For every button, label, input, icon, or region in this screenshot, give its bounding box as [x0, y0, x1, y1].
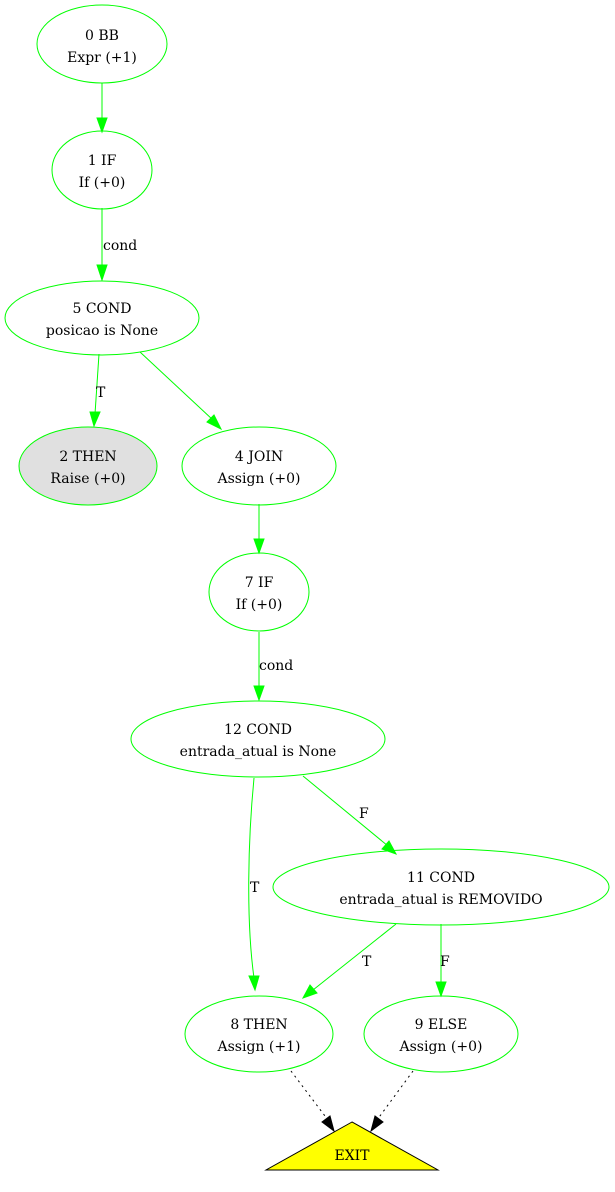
node-7-shape — [208, 552, 310, 632]
node-1-shape — [51, 130, 153, 210]
edge-5-4 — [139, 351, 214, 421]
edge-11-8-label: T — [362, 954, 372, 970]
node-12-shape — [130, 700, 386, 778]
edge-12-8-label: T — [250, 880, 260, 896]
edges: cond T cond F T T F — [89, 83, 450, 1133]
edge-5-2-arrow — [89, 411, 101, 428]
node-4: 4 JOIN Assign (+0) — [181, 426, 337, 506]
node-11-shape — [272, 848, 610, 926]
node-1: 1 IF If (+0) — [51, 130, 153, 210]
node-11-line2: entrada_atual is REMOVIDO — [339, 892, 542, 908]
edge-12-8-arrow — [248, 975, 260, 992]
edge-5-4-arrow — [206, 414, 223, 431]
edge-12-8 — [248, 777, 255, 979]
node-5: 5 COND posicao is None — [4, 280, 200, 356]
node-8-line2: Assign (+1) — [217, 1039, 301, 1055]
exit-triangle — [264, 1121, 440, 1171]
node-9-line1: 9 ELSE — [415, 1017, 468, 1033]
edge-1-5-arrow — [96, 264, 108, 282]
node-0-line1: 0 BB — [85, 28, 119, 44]
edge-11-8 — [312, 923, 397, 991]
edge-9-exit-arrow — [370, 1115, 384, 1133]
node-4-line1: 4 JOIN — [235, 449, 283, 465]
node-0-line2: Expr (+1) — [67, 50, 137, 66]
node-1-line2: If (+0) — [79, 175, 126, 191]
node-2-line1: 2 THEN — [59, 449, 116, 465]
edge-12-11-label: F — [359, 806, 369, 822]
node-12: 12 COND entrada_atual is None — [130, 700, 386, 778]
node-9-shape — [363, 995, 519, 1073]
node-0-shape — [36, 4, 168, 84]
node-7: 7 IF If (+0) — [208, 552, 310, 632]
node-4-line2: Assign (+0) — [217, 471, 301, 487]
edge-11-8-arrow — [301, 984, 318, 999]
edge-12-11 — [302, 775, 389, 847]
edge-5-2 — [94, 353, 100, 415]
node-8: 8 THEN Assign (+1) — [184, 995, 334, 1073]
edge-8-exit-arrow — [321, 1115, 335, 1133]
node-5-shape — [4, 280, 200, 356]
edge-7-12-label: cond — [259, 658, 293, 674]
edge-4-7-arrow — [253, 538, 265, 555]
node-7-line1: 7 IF — [245, 575, 274, 591]
node-0: 0 BB Expr (+1) — [36, 4, 168, 84]
node-5-line1: 5 COND — [72, 301, 131, 317]
edge-5-2-label: T — [96, 385, 106, 401]
node-2-line2: Raise (+0) — [50, 471, 125, 487]
node-9-line2: Assign (+0) — [399, 1039, 483, 1055]
node-11-line1: 11 COND — [407, 870, 475, 886]
node-2: 2 THEN Raise (+0) — [18, 426, 158, 506]
node-7-line2: If (+0) — [236, 597, 283, 613]
edge-8-exit — [290, 1070, 329, 1121]
node-11: 11 COND entrada_atual is REMOVIDO — [272, 848, 610, 926]
node-1-line1: 1 IF — [88, 153, 117, 169]
edge-0-1-arrow — [96, 117, 108, 134]
edge-11-9-label: F — [440, 954, 450, 970]
exit-label: EXIT — [334, 1148, 370, 1164]
node-2-shape — [18, 426, 158, 506]
node-exit: EXIT — [264, 1121, 440, 1171]
node-4-shape — [181, 426, 337, 506]
edge-1-5-label: cond — [103, 238, 137, 254]
edge-9-exit — [376, 1070, 414, 1121]
node-8-shape — [184, 995, 334, 1073]
node-8-line1: 8 THEN — [230, 1017, 287, 1033]
edge-11-9-arrow — [435, 981, 447, 998]
edge-7-12-arrow — [253, 685, 265, 702]
node-9: 9 ELSE Assign (+0) — [363, 995, 519, 1073]
node-12-line2: entrada_atual is None — [180, 744, 337, 760]
node-5-line2: posicao is None — [46, 323, 158, 339]
node-12-line1: 12 COND — [224, 722, 292, 738]
